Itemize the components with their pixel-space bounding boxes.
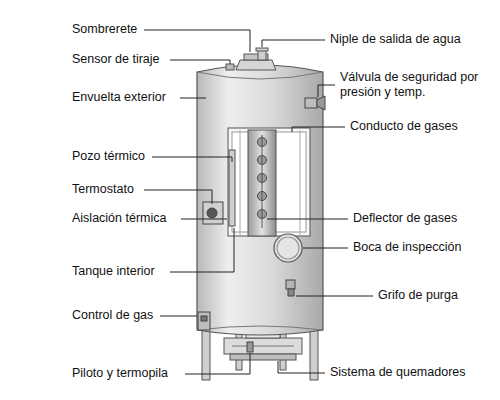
part-label: Piloto y termopila [72,366,168,381]
drain-valve [286,280,295,296]
gas-control [198,312,210,330]
part-label: Termostato [72,182,134,197]
part-label: Sensor de tiraje [72,52,160,67]
part-label: Tanque interior [72,264,155,279]
gas-baffle [258,135,267,228]
part-label: Aislación térmica [72,211,166,226]
inspection-port [274,234,302,262]
part-label: Válvula de seguridad por presión y temp. [340,70,480,100]
safety-valve [305,96,325,110]
part-label: Sistema de quemadores [330,365,466,380]
draft-hood [226,54,276,70]
part-label: Grifo de purga [378,288,458,303]
part-label: Sombrerete [72,22,137,37]
part-label: Boca de inspección [353,240,461,255]
part-label: Niple de salida de agua [330,32,461,47]
water-outlet-nipple [256,48,268,60]
part-label: Envuelta exterior [72,90,166,105]
part-label: Control de gas [72,308,153,323]
pilot-thermopile [247,342,253,352]
part-label: Conducto de gases [350,119,458,134]
part-label: Pozo térmico [72,149,145,164]
cutaway-window [228,128,310,236]
outer-shell [197,65,323,335]
part-label: Deflector de gases [353,211,457,226]
leader-lines [144,30,373,374]
thermostat [203,202,223,224]
